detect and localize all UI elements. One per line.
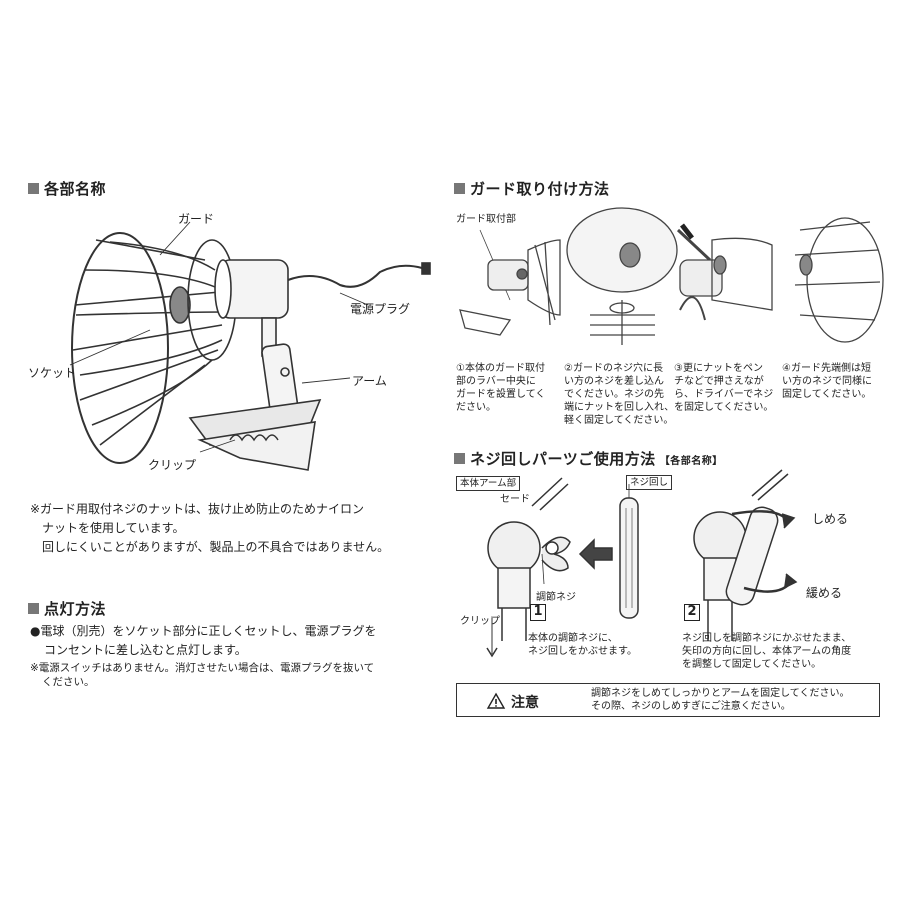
screw-parts-header: ネジ回しパーツご使用方法【各部名称】 [454, 448, 723, 469]
guard-install-step-images [459, 207, 884, 345]
label-guard-mount: ガード取付部 [456, 214, 516, 225]
lamp-parts-illustration [69, 221, 431, 471]
caution-box: 注意 調節ネジをしめてしっかりとアームを固定してください。 その際、ネジのしめす… [456, 683, 880, 717]
parts-header: 各部名称 [28, 178, 106, 199]
label-screw-turner: ネジ回し [626, 475, 673, 490]
section-square-icon [28, 603, 39, 614]
caution-text: 調節ネジをしめてしっかりとアームを固定してください。 その際、ネジのしめすぎにご… [591, 688, 850, 712]
label-clip-2: クリップ [460, 616, 500, 627]
lighting-instructions: ●電球（別売）をソケット部分に正しくセットし、電源プラグを コンセントに差し込む… [30, 624, 377, 657]
label-shade: セード [500, 494, 530, 505]
step-number-2: 2 [684, 604, 700, 621]
guard-step-3: ③更にナットをペン チなどで押さえなが ら、ドライバーでネジ を固定してください… [674, 363, 774, 413]
guard-step-2: ②ガードのネジ穴に長 い方のネジを差し込ん でください。ネジの先 端にナットを回… [564, 363, 675, 426]
section-square-icon [28, 183, 39, 194]
section-square-icon [454, 183, 465, 194]
nylon-nut-note: ※ガード用取付ネジのナットは、抜け止め防止のためナイロン ナットを使用しています… [30, 502, 390, 554]
guard-step-4: ④ガード先端側は短 い方のネジで同様に 固定してください。 [782, 363, 872, 400]
guard-step-1: ①本体のガード取付 部のラバー中央に ガードを設置してく ださい。 [456, 363, 546, 413]
screw-step-2: ネジ回しを調節ネジにかぶせたまま、 矢印の方向に回し、本体アームの角度 を調整し… [682, 633, 852, 670]
screw-turner-illustration [486, 469, 798, 658]
label-body-arm: 本体アーム部 [456, 476, 521, 491]
power-switch-note: ※電源スイッチはありません。消灯させたい場合は、電源プラグを抜いて ください。 [30, 662, 375, 688]
label-arm: アーム [352, 374, 387, 388]
lighting-header: 点灯方法 [28, 598, 106, 619]
label-clip: クリップ [148, 458, 197, 472]
label-power-plug: 電源プラグ [350, 302, 411, 316]
caution-title: 注意 [511, 695, 539, 711]
label-adjust-screw: 調節ネジ [536, 592, 576, 603]
label-socket: ソケット [28, 366, 77, 380]
warning-triangle-icon [486, 692, 506, 709]
label-tighten: しめる [812, 512, 849, 526]
step-number-1: 1 [530, 604, 546, 621]
label-guard: ガード [178, 212, 215, 226]
guard-install-header: ガード取り付け方法 [454, 178, 610, 199]
label-loosen: 緩める [806, 586, 843, 600]
screw-step-1: 本体の調節ネジに、 ネジ回しをかぶせます。 [528, 633, 637, 657]
section-square-icon [454, 453, 465, 464]
